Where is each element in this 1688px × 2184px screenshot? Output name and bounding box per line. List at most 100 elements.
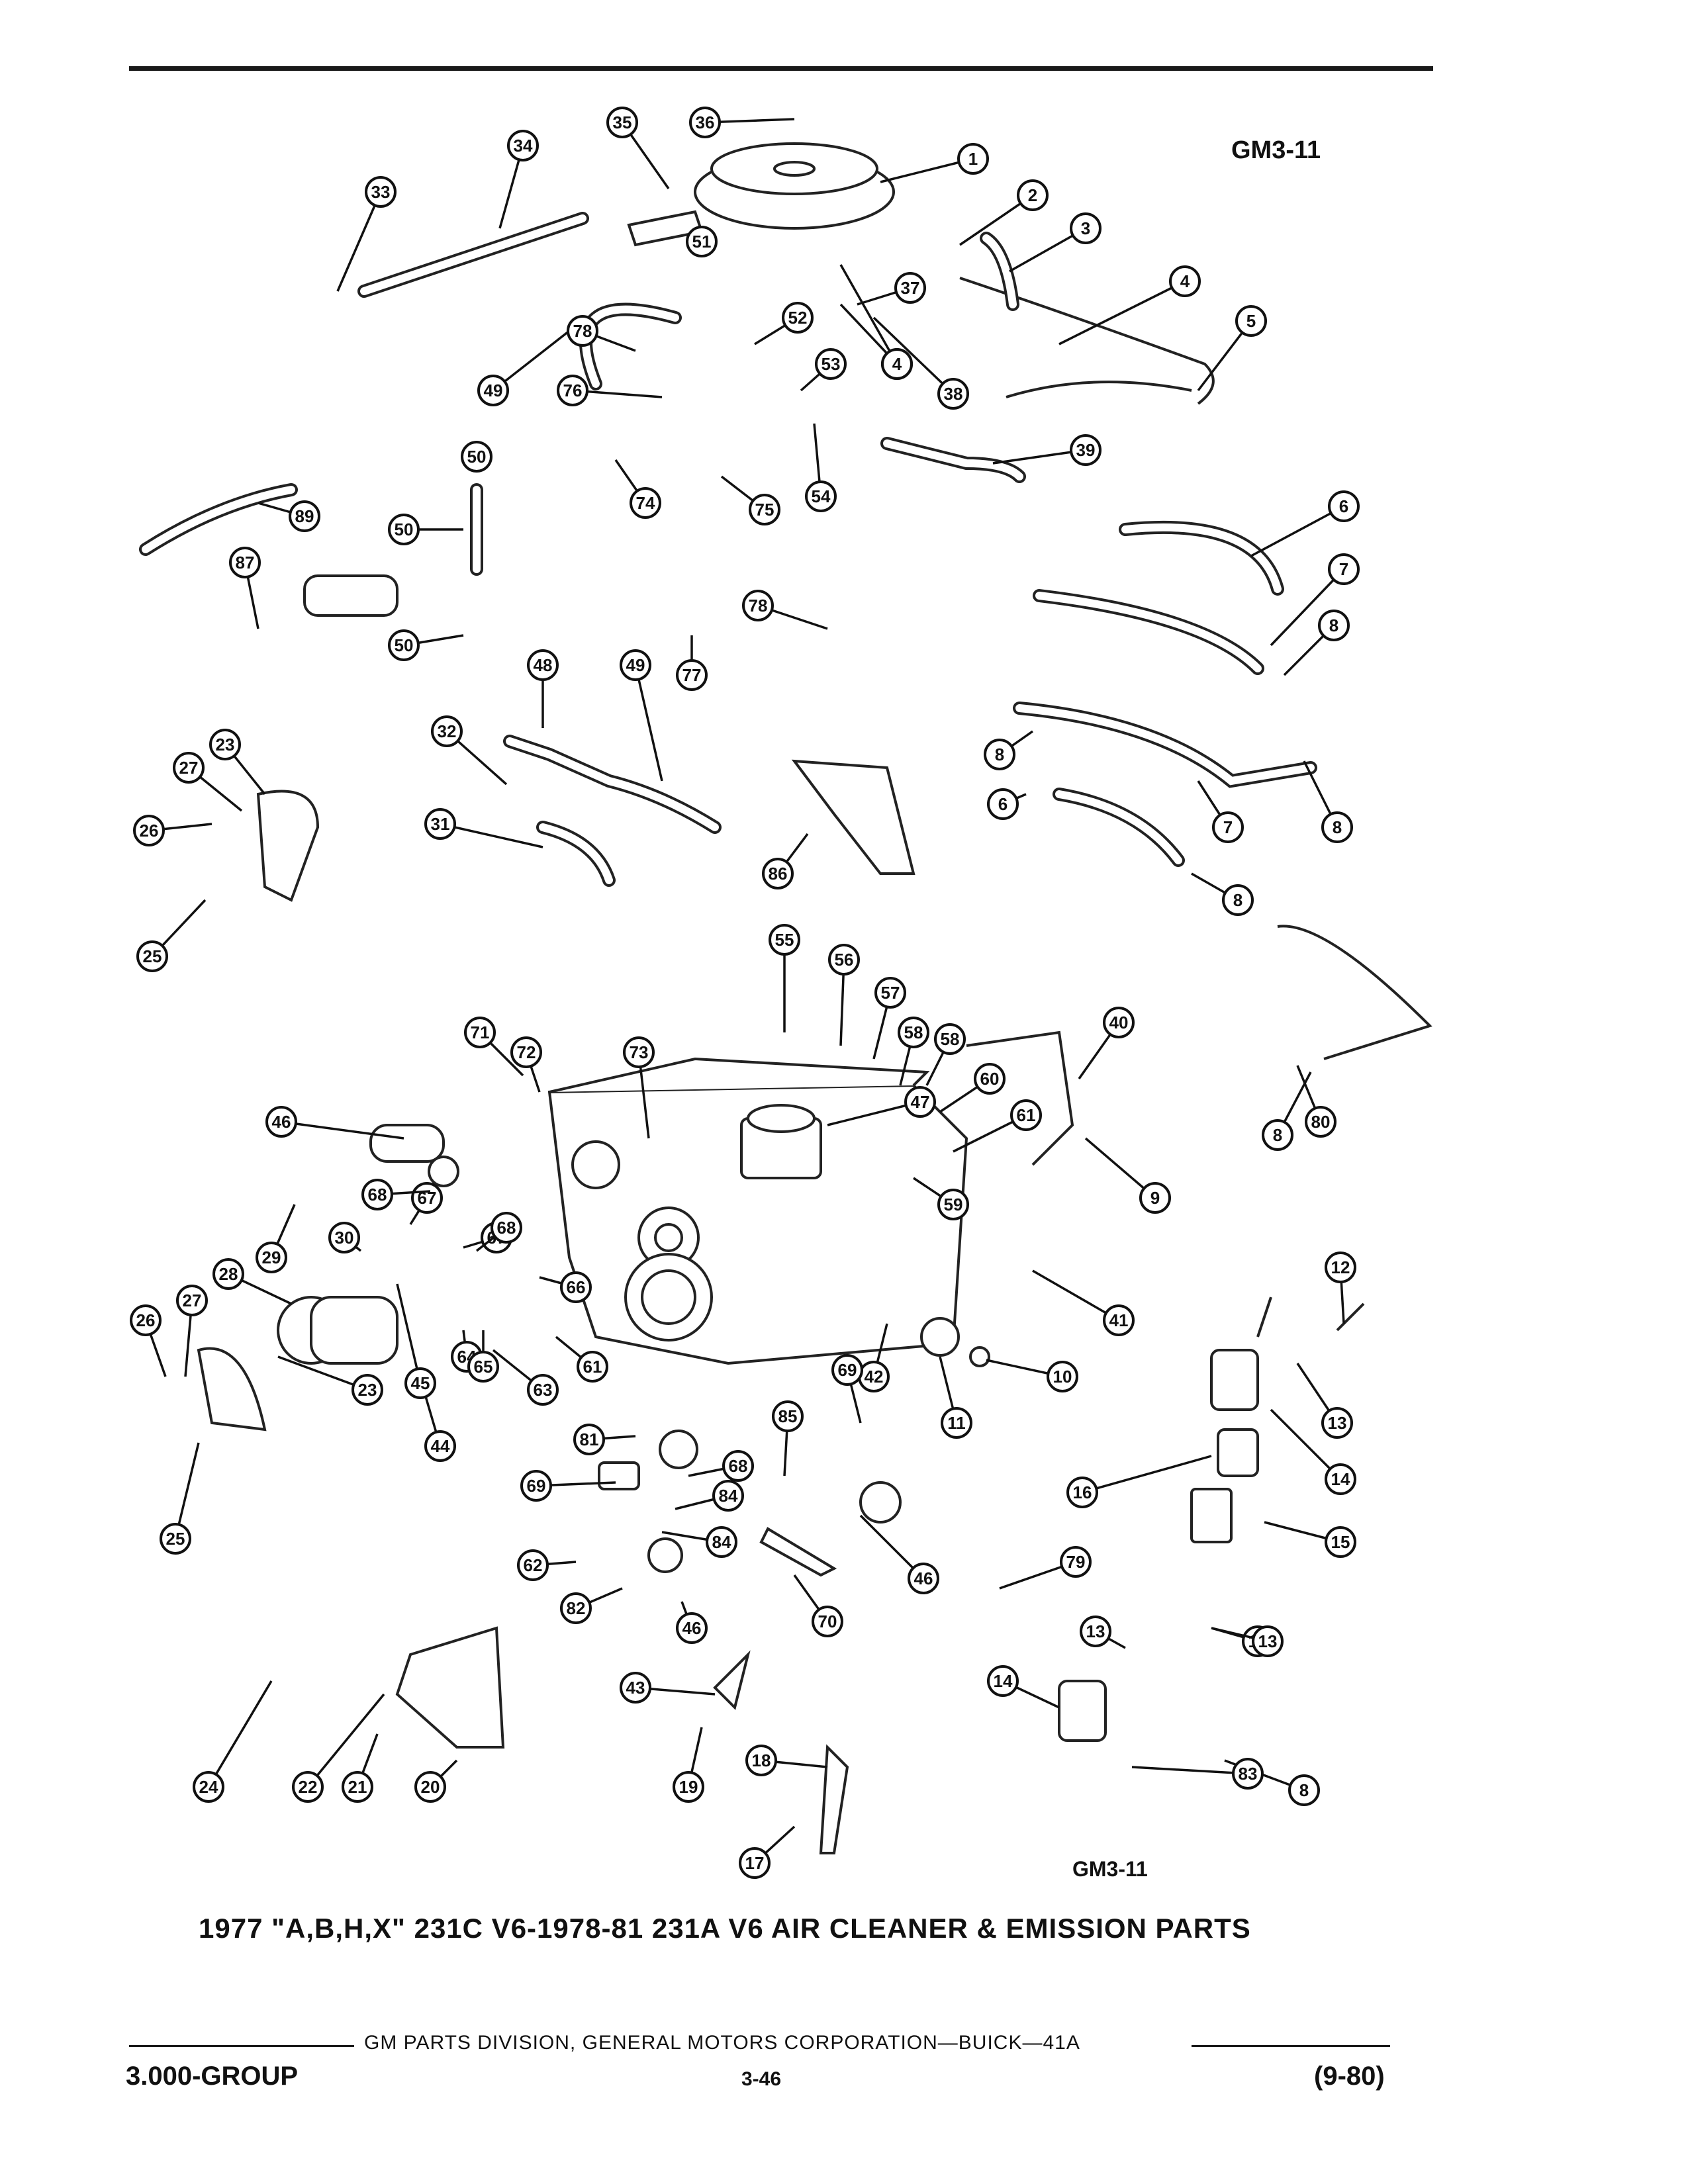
egr-valve-parts [598,1317,990,1573]
callout-73: 73 [623,1036,655,1068]
callout-51: 51 [686,226,718,257]
callout-circle [941,1407,972,1439]
callout-circle [256,1242,287,1273]
callout-number: 24 [199,1777,218,1797]
callout-number: 13 [1086,1621,1105,1641]
callout-11: 11 [941,1407,972,1439]
callout-circle [749,494,780,525]
callout-89: 89 [289,500,320,532]
callout-circle [411,1182,443,1214]
callout-87: 87 [229,547,261,578]
callout-number: 50 [395,520,414,539]
callout-7: 7 [1212,811,1244,843]
callout-45: 45 [404,1367,436,1399]
callout-circle [507,130,539,161]
callout-circle [133,815,165,846]
callout-circle [742,590,774,621]
callout-circle [1080,1615,1111,1647]
callout-number: 14 [994,1671,1013,1691]
callout-18: 18 [745,1745,777,1776]
callout-number: 51 [692,232,712,251]
callout-circle [431,715,463,747]
callout-circle [620,1672,651,1704]
callout-circle [289,500,320,532]
callout-2: 2 [1017,179,1049,211]
callout-42: 42 [858,1361,890,1392]
callout-circle [176,1285,208,1316]
callout-circle [772,1400,804,1432]
callout-circle [630,487,661,519]
callout-number: 25 [166,1529,185,1549]
callout-number: 20 [421,1777,440,1797]
callout-6: 6 [987,788,1019,820]
callout-6: 6 [1328,490,1360,522]
callout-circle [673,1771,704,1803]
callout-leader-line [396,1283,422,1384]
callout-71: 71 [464,1017,496,1048]
callout-circle [1047,1361,1078,1392]
callout-19: 19 [673,1771,704,1803]
callout-number: 46 [682,1618,702,1638]
callout-circle [689,107,721,138]
callout-8: 8 [1288,1774,1320,1806]
callout-number: 46 [272,1112,291,1132]
callout-circle [1169,265,1201,297]
callout-circle [745,1745,777,1776]
alternator-and-smog-pump [277,1124,459,1365]
callout-circle [361,1179,393,1210]
callout-50: 50 [388,514,420,545]
callout-leader-line [1131,1766,1248,1775]
callout-86: 86 [762,858,794,889]
callout-number: 52 [788,308,808,328]
callout-25: 25 [160,1523,191,1555]
callout-27: 27 [176,1285,208,1316]
callout-circle [805,480,837,512]
callout-68: 68 [361,1179,393,1210]
callout-13: 13 [1321,1407,1353,1439]
callout-leader-line [1032,1269,1119,1322]
callout-circle [229,547,261,578]
callout-circle [265,1106,297,1138]
air-cleaner-housing [627,142,895,247]
callout-circle [388,629,420,661]
callout-circle [1262,1119,1293,1151]
callout-20: 20 [414,1771,446,1803]
callout-number: 49 [484,381,503,400]
callout-number: 59 [944,1195,963,1214]
callout-leader-line [634,664,663,782]
callout-number: 61 [583,1357,602,1377]
callout-39: 39 [1070,434,1102,466]
callout-number: 23 [358,1380,377,1400]
callout-circle [937,1189,969,1220]
callout-14: 14 [1325,1463,1356,1495]
callout-number: 8 [995,745,1004,764]
callout-32: 32 [431,715,463,747]
callout-8: 8 [1318,610,1350,641]
callout-circle [987,1665,1019,1697]
callout-number: 58 [941,1029,960,1049]
footer-rule-right [1192,2045,1390,2047]
callout-number: 7 [1223,817,1233,837]
callout-leader-line [336,191,382,292]
callout-number: 5 [1246,311,1256,331]
callout-circle [520,1470,552,1502]
callout-circle [676,1612,708,1644]
heater-hoses-right [1013,520,1432,1060]
callout-circle [517,1549,549,1581]
callout-number: 50 [395,635,414,655]
callout-number: 66 [567,1277,586,1297]
callout-leader-line [306,1693,385,1788]
callout-circle [937,378,969,410]
callout-number: 84 [719,1486,738,1506]
callout-circle [1328,553,1360,585]
callout-number: 9 [1150,1188,1160,1208]
callout-number: 30 [335,1228,354,1248]
callout-circle [904,1086,936,1118]
callout-46: 46 [265,1106,297,1138]
callout-circle [1328,490,1360,522]
callout-number: 89 [295,506,314,526]
callout-circle [812,1606,843,1637]
callout-circle [173,752,205,784]
callout-number: 39 [1076,440,1096,460]
callout-number: 6 [998,794,1008,814]
